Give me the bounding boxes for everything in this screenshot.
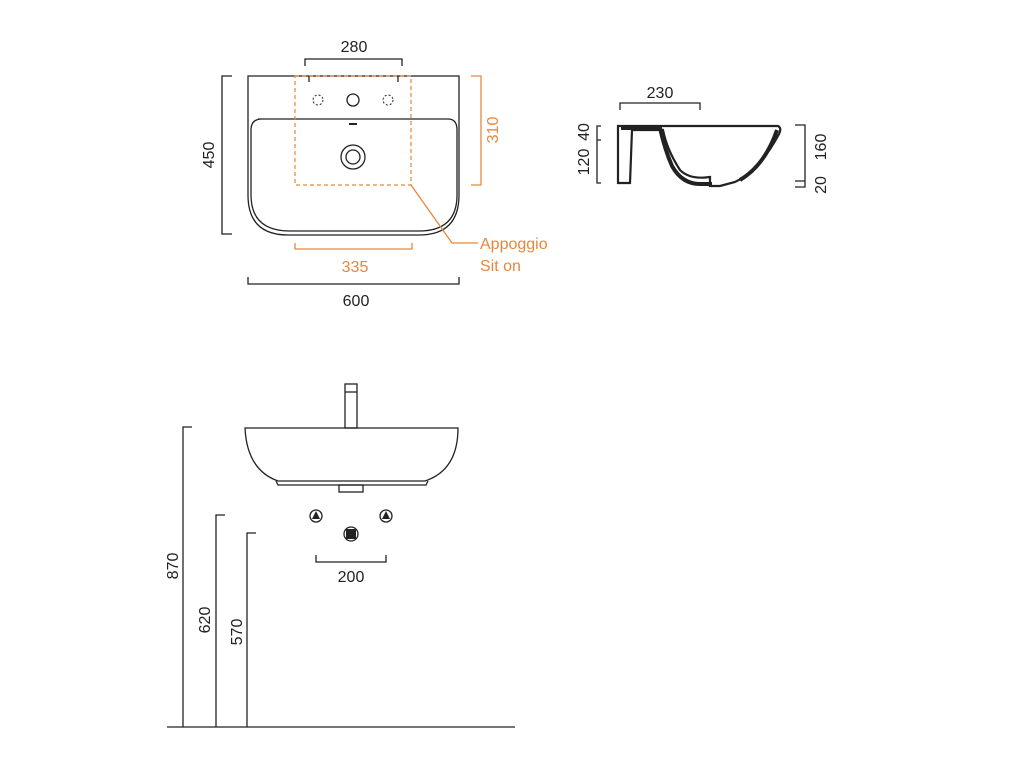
dim-tap-span: 280	[341, 39, 368, 56]
basin-outline	[247, 75, 460, 236]
side-view: 230 40 120 160 20	[576, 85, 830, 194]
supply-valve-icon	[309, 509, 323, 523]
drain-icon	[340, 144, 366, 170]
optional-tap-hole-icon	[312, 94, 324, 106]
basin-front	[244, 427, 459, 482]
support-label-it: Appoggio	[480, 236, 548, 253]
dim-depth: 450	[201, 142, 218, 169]
waste-icon	[338, 484, 364, 493]
basin-section	[616, 124, 782, 188]
dim-base: 20	[813, 176, 830, 194]
basin-bowl	[250, 118, 458, 232]
dim-top-height: 870	[165, 553, 182, 580]
dim-support-depth: 310	[485, 117, 502, 144]
dim-support-width: 335	[342, 259, 369, 276]
supply-valve-icon	[379, 509, 393, 523]
dim-width: 600	[343, 293, 370, 310]
dim-supply-height: 620	[197, 607, 214, 634]
optional-tap-hole-icon	[382, 94, 394, 106]
dim-waste-height: 570	[229, 619, 246, 646]
support-label-en: Sit on	[480, 258, 521, 275]
support-area	[294, 75, 412, 186]
front-view: 200 870 620 570	[165, 383, 515, 728]
top-view: 280 450 310 335 600 Appoggio Sit on	[201, 39, 548, 310]
faucet-icon	[344, 383, 358, 429]
dim-height: 160	[813, 134, 830, 161]
dim-top: 40	[576, 123, 593, 141]
dim-supply-spacing: 200	[338, 569, 365, 586]
tap-hole-icon	[346, 93, 360, 107]
dim-rear: 230	[647, 85, 674, 102]
dim-lower: 120	[576, 149, 593, 176]
waste-outlet-icon	[343, 526, 359, 542]
